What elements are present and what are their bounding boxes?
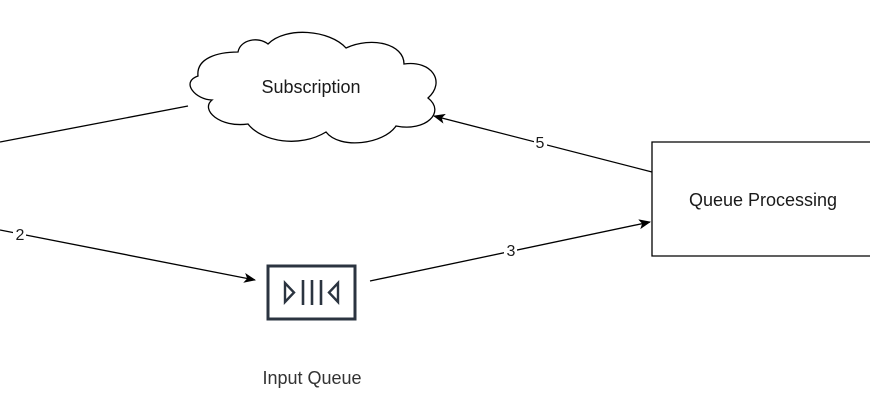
edge-2-label-bg bbox=[13, 226, 26, 244]
queue-processing-box bbox=[651, 141, 870, 257]
input-queue-node[interactable]: Input Queue bbox=[262, 264, 362, 388]
queue-icon bbox=[266, 264, 357, 321]
edge-5-label-bg bbox=[534, 134, 547, 152]
subscription-label: Subscription bbox=[261, 77, 360, 97]
edge-3-label: 3 bbox=[507, 243, 516, 260]
edge-2-label: 2 bbox=[16, 227, 25, 244]
edge-5-label: 5 bbox=[536, 135, 545, 152]
edge-2-arrow[interactable] bbox=[0, 229, 256, 283]
input-queue-label: Input Queue bbox=[262, 368, 361, 388]
subscription-node[interactable]: Subscription bbox=[189, 31, 437, 144]
queue-processing-node[interactable]: Queue Processing bbox=[651, 141, 870, 257]
edge-to-subscription[interactable] bbox=[0, 105, 189, 143]
edge-3-label-bg bbox=[504, 242, 517, 260]
subscription-cloud-shape bbox=[189, 31, 437, 144]
queue-processing-label: Queue Processing bbox=[689, 190, 837, 210]
